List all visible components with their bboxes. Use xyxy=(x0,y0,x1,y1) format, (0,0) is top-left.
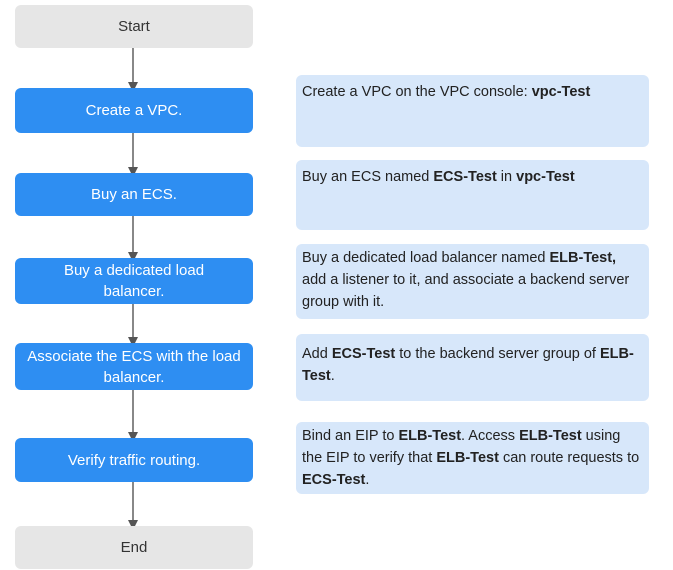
note-bold-text: ELB-Test xyxy=(436,450,499,466)
note-bold-text: ELB-Test xyxy=(398,428,462,444)
note-buy-ecs: Buy an ECS named ECS-Test in vpc-Test xyxy=(296,160,649,230)
note-bold-text: ELB-Test xyxy=(519,428,582,444)
note-bold-text: ELB-Test xyxy=(302,346,634,384)
step-create-vpc: Create a VPC. xyxy=(15,88,253,133)
note-text: Buy a dedicated load balancer named xyxy=(302,250,550,266)
step-buy-load-balancer: Buy a dedicated load balancer. xyxy=(15,258,253,304)
note-text: Add xyxy=(302,346,332,362)
note-bold-text: ECS-Test xyxy=(302,472,366,488)
step-label: Buy a dedicated load balancer. xyxy=(63,262,205,300)
note-bold-text: ELB-Test, xyxy=(549,250,617,266)
note-text: using the EIP to verify that xyxy=(302,428,621,466)
step-label: Associate the ECS with the load balancer… xyxy=(27,347,241,386)
note-buy-load-balancer: Buy a dedicated load balancer named ELB-… xyxy=(296,244,649,319)
note-verify-routing: Bind an EIP to ELB-Test. Access ELB-Test… xyxy=(296,422,649,494)
note-text: can route requests to xyxy=(498,450,640,466)
note-bold-text: vpc-Test xyxy=(531,84,591,100)
note-text: Create a VPC on the VPC console: xyxy=(302,84,532,100)
note-associate-ecs: Add ECS-Test to the backend server group… xyxy=(296,334,649,401)
step-label: Buy an ECS. xyxy=(91,186,177,203)
note-bold-text: vpc-Test xyxy=(516,169,575,185)
step-label: Verify traffic routing. xyxy=(67,451,201,469)
step-associate-ecs: Associate the ECS with the load balancer… xyxy=(15,343,253,390)
note-bold-text: ECS-Test xyxy=(331,346,396,362)
end-node: End xyxy=(15,526,253,569)
step-verify-routing: Verify traffic routing. xyxy=(15,438,253,482)
note-bold-text: ECS-Test xyxy=(433,169,497,185)
step-buy-ecs: Buy an ECS. xyxy=(15,173,253,216)
start-node: Start xyxy=(15,5,253,48)
note-text: Buy an ECS named xyxy=(302,169,434,185)
note-text: in xyxy=(496,169,517,185)
note-text: . Access xyxy=(461,428,520,444)
note-create-vpc: Create a VPC on the VPC console: vpc-Tes… xyxy=(296,75,649,147)
note-text: to the backend server group of xyxy=(395,346,600,362)
note-text: Bind an EIP to xyxy=(302,428,399,444)
step-label: Create a VPC. xyxy=(85,102,183,119)
note-text: . xyxy=(365,472,370,488)
end-label: End xyxy=(120,539,148,556)
note-text: . xyxy=(330,368,335,384)
note-text: add a listener to it, and associate a ba… xyxy=(302,272,630,310)
start-label: Start xyxy=(118,18,150,35)
